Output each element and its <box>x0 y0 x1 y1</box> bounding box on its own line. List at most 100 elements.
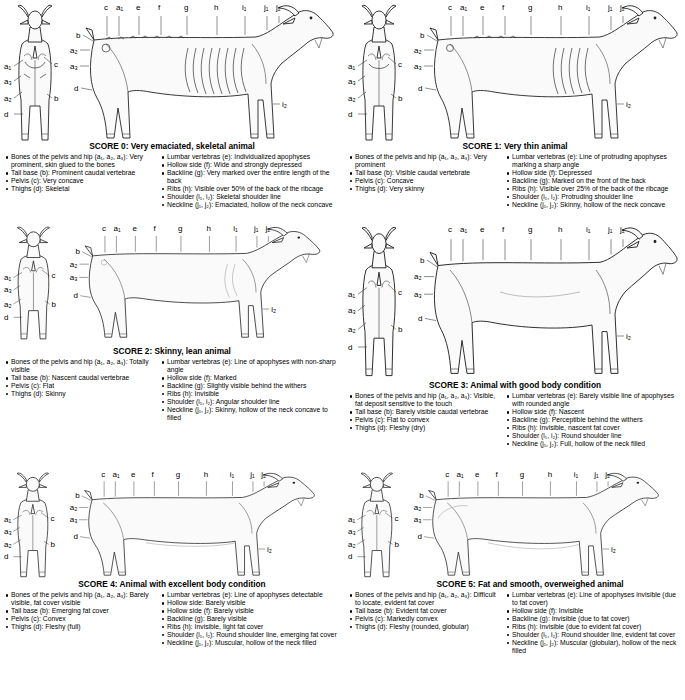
callout-letter: a₂ <box>414 272 422 281</box>
criterion-text: Bones of the pelvis and hip (a₁, a₂, a₃)… <box>348 153 498 169</box>
callout-letter: i₂ <box>626 332 631 341</box>
criterion-text: Hollow side (f): Barely visible <box>160 607 338 615</box>
criterion-text: Tail base (b): Visible caudal vertebrate <box>348 169 498 177</box>
criteria-list: Lumbar vertebras (e): Line of apophyses … <box>160 358 338 422</box>
callout-letter: a₁ <box>4 62 11 71</box>
criterion-text: Hollow side: Barely visible <box>160 599 338 607</box>
callout-letter: e <box>133 224 137 233</box>
criteria-list: Bones of the pelvis and hip (a₁, a₂, a₃)… <box>348 591 498 631</box>
criteria-list: Lumbar vertebras (e): Line of protruding… <box>505 153 681 209</box>
callout-letter: j₂ <box>620 3 625 12</box>
callout-letter: h <box>214 3 218 12</box>
criterion-text: Hollow side (f): Marked <box>160 374 338 382</box>
criterion-text: Shoulder (i₁, i₂): Skeletal shoulder lin… <box>160 193 338 201</box>
criterion-text: Backline (g): Slightly visible behind th… <box>160 382 338 390</box>
criterion-text: Pelvis (c): Convex <box>4 615 154 623</box>
criterion-text: Ribs (h): Visible over 25% of the back o… <box>505 185 681 193</box>
callout-letter: d <box>4 552 8 561</box>
criterion-text: Hollow side (f): Invisible <box>505 607 681 615</box>
callout-letter: b <box>54 94 58 103</box>
score-heading: SCORE 0: Very emaciated, skeletal animal <box>22 141 322 151</box>
callout-letter: j₁ <box>250 470 254 479</box>
criteria-list: Lumbar vertebras (e): Line of apophyses … <box>160 591 338 647</box>
callout-letter: g <box>178 224 182 233</box>
callout-letter: b <box>420 256 424 265</box>
callout-letter: a₃ <box>348 527 356 536</box>
criterion-text: Thighs (d): Fleshy (rounded, globular) <box>348 623 498 631</box>
criterion-text: Backline (g): Invisible (due to fat cove… <box>505 615 681 623</box>
callout-letter: j₂ <box>276 3 281 12</box>
callout-letter: j₁ <box>608 225 612 234</box>
criterion-text: Shoulder (i₁, i₂): Angular shoulder line <box>160 398 338 406</box>
callout-letter: i₂ <box>626 100 631 109</box>
callout-letter: a₃ <box>348 306 356 315</box>
criterion-text: Pelvis (c): Markedly convex <box>348 615 498 623</box>
criterion-text: Backline (g): Perceptible behind the wit… <box>505 416 681 424</box>
score-0-goats <box>14 5 333 140</box>
criteria-list: Bones of the pelvis and hip (a₁, a₂, a₃)… <box>348 153 498 193</box>
callout-letter: c <box>448 225 452 234</box>
callout-letter: b <box>419 491 423 500</box>
callout-letter: i₁ <box>230 470 234 479</box>
callout-letter: g <box>176 470 180 479</box>
callout-letter: b <box>51 540 55 549</box>
criterion-text: Tail base (b): Barely visible caudal ver… <box>348 408 498 416</box>
callout-letter: c <box>448 3 452 12</box>
callout-letter: a₁ <box>113 470 120 479</box>
callout-letter: i₂ <box>611 545 616 554</box>
callout-letter: a₃ <box>4 77 12 86</box>
criterion-text: Shoulder (i₁, i₂): Round shoulder line <box>505 432 681 440</box>
callout-letter: c <box>395 514 399 523</box>
criteria-list: Bones of the pelvis and hip (a₁, a₂, a₃)… <box>348 392 498 432</box>
criterion-text: Backline (g): Very marked over the entir… <box>160 169 338 185</box>
criterion-text: Ribs (h): Visible over 50% of the back o… <box>160 185 338 193</box>
criterion-text: Ribs (h): Invisible, light fat cover <box>160 623 338 631</box>
callout-letter: f <box>502 225 504 234</box>
callout-letter: a₁ <box>116 3 123 12</box>
callout-letter: a₁ <box>4 515 11 524</box>
callout-letter: d <box>418 84 422 93</box>
criterion-text: Thighs (d): Skeletal <box>4 185 154 193</box>
callout-letter: d <box>348 552 352 561</box>
callout-letter: a₁ <box>348 515 355 524</box>
score-5-goats <box>357 473 658 577</box>
score-3-goats <box>358 227 677 375</box>
score-heading: SCORE 2: Skinny, lean animal <box>22 346 322 356</box>
criteria-list: Lumbar vertebras (e): Individualized apo… <box>160 153 338 209</box>
callout-letter: d <box>74 291 78 300</box>
callout-letter: a₃ <box>70 515 78 524</box>
callout-letter: c <box>104 3 108 12</box>
callout-letter: i₂ <box>282 100 287 109</box>
criterion-text: Shoulder (i₁, i₂): Round shoulder line, … <box>160 631 338 639</box>
callout-letter: i₁ <box>586 225 590 234</box>
criterion-text: Lumbar vertebras (e): Line of apophyses … <box>160 591 338 599</box>
criterion-text: Ribs (h): Invisible (due to evident fat … <box>505 623 681 631</box>
callout-letter: i₁ <box>574 470 578 479</box>
callout-letter: d <box>4 313 8 322</box>
criteria-list: Lumbar vertebras (e): Line of apophyses … <box>505 591 681 655</box>
callout-letter: a₃ <box>414 290 422 299</box>
callout-letter: h <box>207 224 211 233</box>
callout-letter: f <box>496 470 498 479</box>
criterion-text: Ribs (h): Invisible, nascent fat cover <box>505 424 681 432</box>
criterion-text: Lumbar vertebras (e): Line of apophyses … <box>505 591 681 607</box>
score-heading: SCORE 1: Very thin animal <box>365 141 665 151</box>
callout-letter: j₂ <box>261 470 266 479</box>
callout-letter: c <box>445 470 449 479</box>
callout-letter: d <box>348 343 352 352</box>
callout-letter: e <box>136 3 140 12</box>
callout-letter: b <box>75 491 79 500</box>
callout-letter: h <box>204 470 208 479</box>
callout-letter: a₂ <box>348 540 356 549</box>
criterion-text: Tail base (b): Evident fat cover <box>348 607 498 615</box>
criterion-text: Pelvis (c): Flat <box>4 382 154 390</box>
callout-letter: a₁ <box>460 3 467 12</box>
callout-letter: a₂ <box>70 46 78 55</box>
criteria-list: Bones of the pelvis and hip (a₁, a₂, a₃)… <box>4 591 154 631</box>
callout-letter: a₁ <box>460 225 467 234</box>
callout-letter: e <box>480 225 484 234</box>
callout-letter: a₃ <box>4 285 12 294</box>
criterion-text: Bones of the pelvis and hip (a₁, a₂, a₃)… <box>4 358 154 374</box>
criterion-text: Thighs (d): Skinny <box>4 390 154 398</box>
